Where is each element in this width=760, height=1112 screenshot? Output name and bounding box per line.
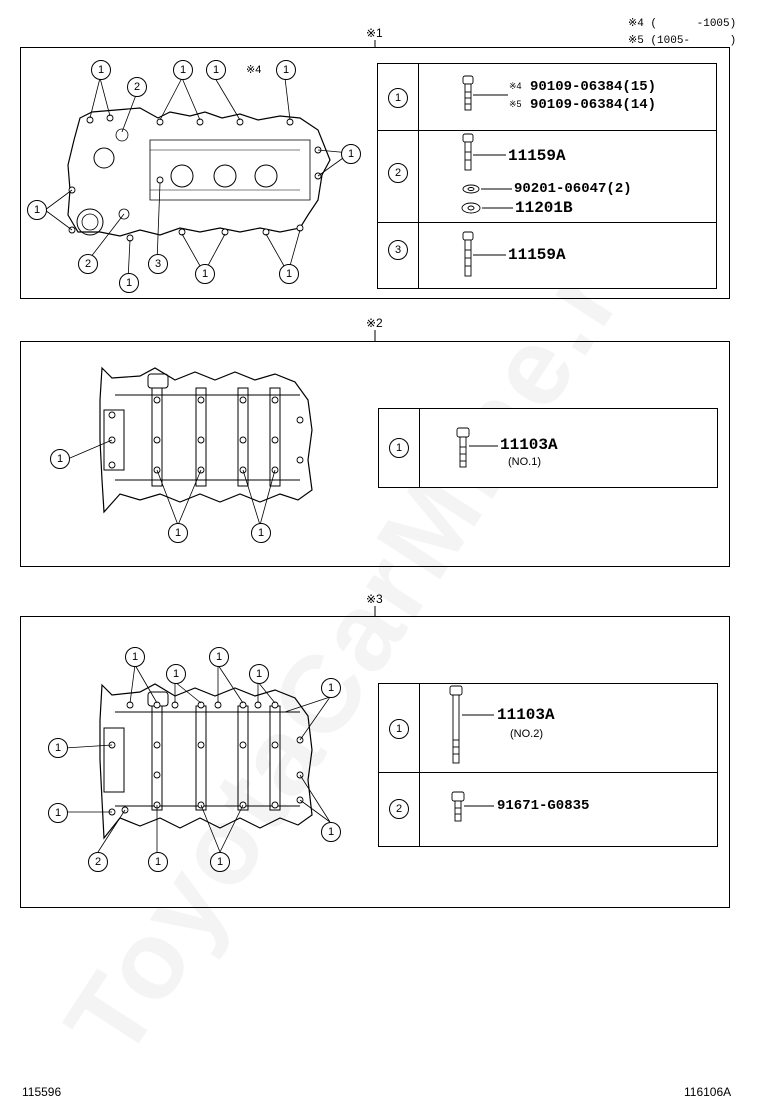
callout-1: 1	[321, 822, 341, 842]
callout-1: 1	[279, 264, 299, 284]
part-number: 91671-G0835	[497, 798, 590, 814]
section-1-parts-table	[377, 63, 717, 289]
part-number: 90109-06384(15)	[530, 79, 657, 95]
part-number: 11159A	[508, 147, 566, 165]
section-3-panel	[20, 616, 730, 908]
part-sub-label: (NO.2)	[510, 728, 543, 740]
callout-1: 1	[341, 144, 361, 164]
callout-1: 1	[173, 60, 193, 80]
part-number: 11159A	[508, 246, 566, 264]
callout-1: 1	[321, 678, 341, 698]
part-number: 11103A	[497, 706, 555, 724]
diagram-note-4: ※4	[246, 64, 262, 76]
part-number: 11103A	[500, 436, 558, 454]
callout-2: 2	[88, 852, 108, 872]
row-number: 2	[388, 163, 408, 183]
callout-1: 1	[166, 664, 186, 684]
callout-1: 1	[91, 60, 111, 80]
section-3-header: ※3	[366, 592, 383, 606]
callout-1: 1	[48, 738, 68, 758]
callout-1: 1	[249, 664, 269, 684]
part-number: 90201-06047(2)	[514, 181, 632, 197]
callout-2: 2	[127, 77, 147, 97]
callout-1: 1	[209, 647, 229, 667]
callout-1: 1	[210, 852, 230, 872]
part-prefix-5: ※5	[509, 99, 522, 109]
part-number: 90109-06384(14)	[530, 97, 657, 113]
section-1-header: ※1	[366, 26, 383, 40]
callout-1: 1	[50, 449, 70, 469]
part-prefix-4: ※4	[509, 81, 522, 91]
section-2-parts-table	[378, 408, 718, 488]
section-2-header: ※2	[366, 316, 383, 330]
row-number: 1	[388, 88, 408, 108]
legend-note-4: ※4 ( -1005)	[628, 18, 737, 30]
callout-1: 1	[148, 852, 168, 872]
callout-1: 1	[48, 803, 68, 823]
legend-note-5: ※5 (1005- )	[628, 35, 737, 47]
row-number: 2	[389, 799, 409, 819]
row-number: 3	[388, 240, 408, 260]
callout-1: 1	[27, 200, 47, 220]
part-number: 11201B	[515, 199, 573, 217]
row-number: 1	[389, 719, 409, 739]
section-2-panel	[20, 341, 730, 567]
footer-right-id: 116106A	[684, 1085, 732, 1099]
callout-3: 3	[148, 254, 168, 274]
callout-1: 1	[195, 264, 215, 284]
callout-2: 2	[78, 254, 98, 274]
part-sub-label: (NO.1)	[508, 456, 541, 468]
section-3-parts-table	[378, 683, 718, 847]
callout-1: 1	[276, 60, 296, 80]
callout-1: 1	[119, 273, 139, 293]
section-1-panel	[20, 47, 730, 299]
footer-left-id: 115596	[22, 1085, 62, 1099]
callout-1: 1	[206, 60, 226, 80]
callout-1: 1	[251, 523, 271, 543]
row-number: 1	[389, 438, 409, 458]
callout-1: 1	[125, 647, 145, 667]
callout-1: 1	[168, 523, 188, 543]
